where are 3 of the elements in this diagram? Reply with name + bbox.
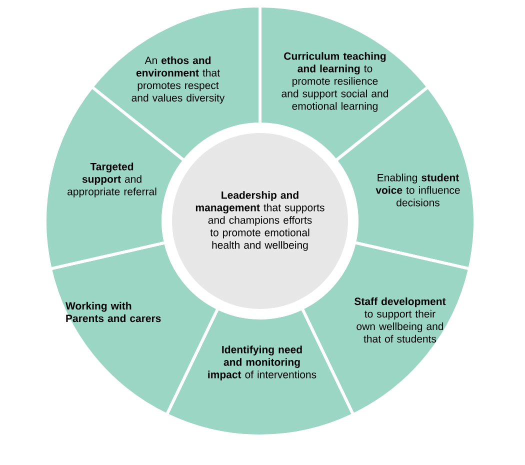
ring-segment: Curriculum teaching and learning to promote resilience and support social and emotional learning <box>258 4 430 162</box>
ring-segment: Identifying need and monitoring impact of interventions <box>165 306 355 438</box>
ring-segment: An ethos and environment that promotes respect and values diversity <box>90 4 262 162</box>
